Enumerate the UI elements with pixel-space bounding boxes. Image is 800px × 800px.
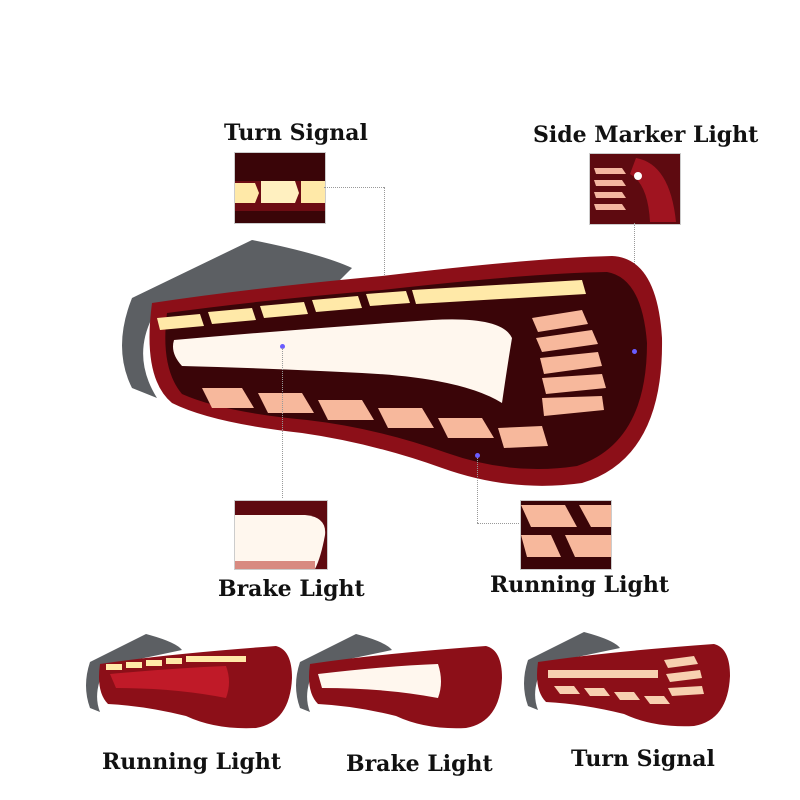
label-brake-light-bottom: Brake Light	[346, 751, 493, 777]
leader-line-running-h	[477, 523, 519, 524]
leader-line-turn-signal-h	[324, 187, 384, 188]
label-turn-signal-top: Turn Signal	[224, 120, 368, 146]
marker-dot-brake	[280, 344, 285, 349]
label-brake-light-mid: Brake Light	[218, 576, 365, 602]
main-tail-light	[112, 228, 667, 498]
leader-line-turn-signal-v	[384, 187, 385, 297]
label-side-marker: Side Marker Light	[533, 122, 759, 148]
zoom-inset-side-marker	[589, 153, 681, 225]
zoom-inset-brake	[234, 500, 328, 570]
label-running-light-bottom: Running Light	[102, 749, 282, 775]
mini-tail-light-brake	[296, 632, 504, 732]
zoom-inset-running	[520, 500, 612, 570]
mini-tail-light-running	[86, 632, 294, 732]
label-running-light-mid: Running Light	[490, 572, 670, 598]
zoom-inset-turn-signal	[234, 152, 326, 224]
label-turn-signal-bottom: Turn Signal	[571, 746, 715, 772]
marker-dot-running	[475, 453, 480, 458]
marker-dot-side-marker	[632, 349, 637, 354]
leader-line-running	[477, 458, 478, 523]
leader-line-brake	[282, 348, 283, 498]
mini-tail-light-turn	[524, 630, 734, 730]
